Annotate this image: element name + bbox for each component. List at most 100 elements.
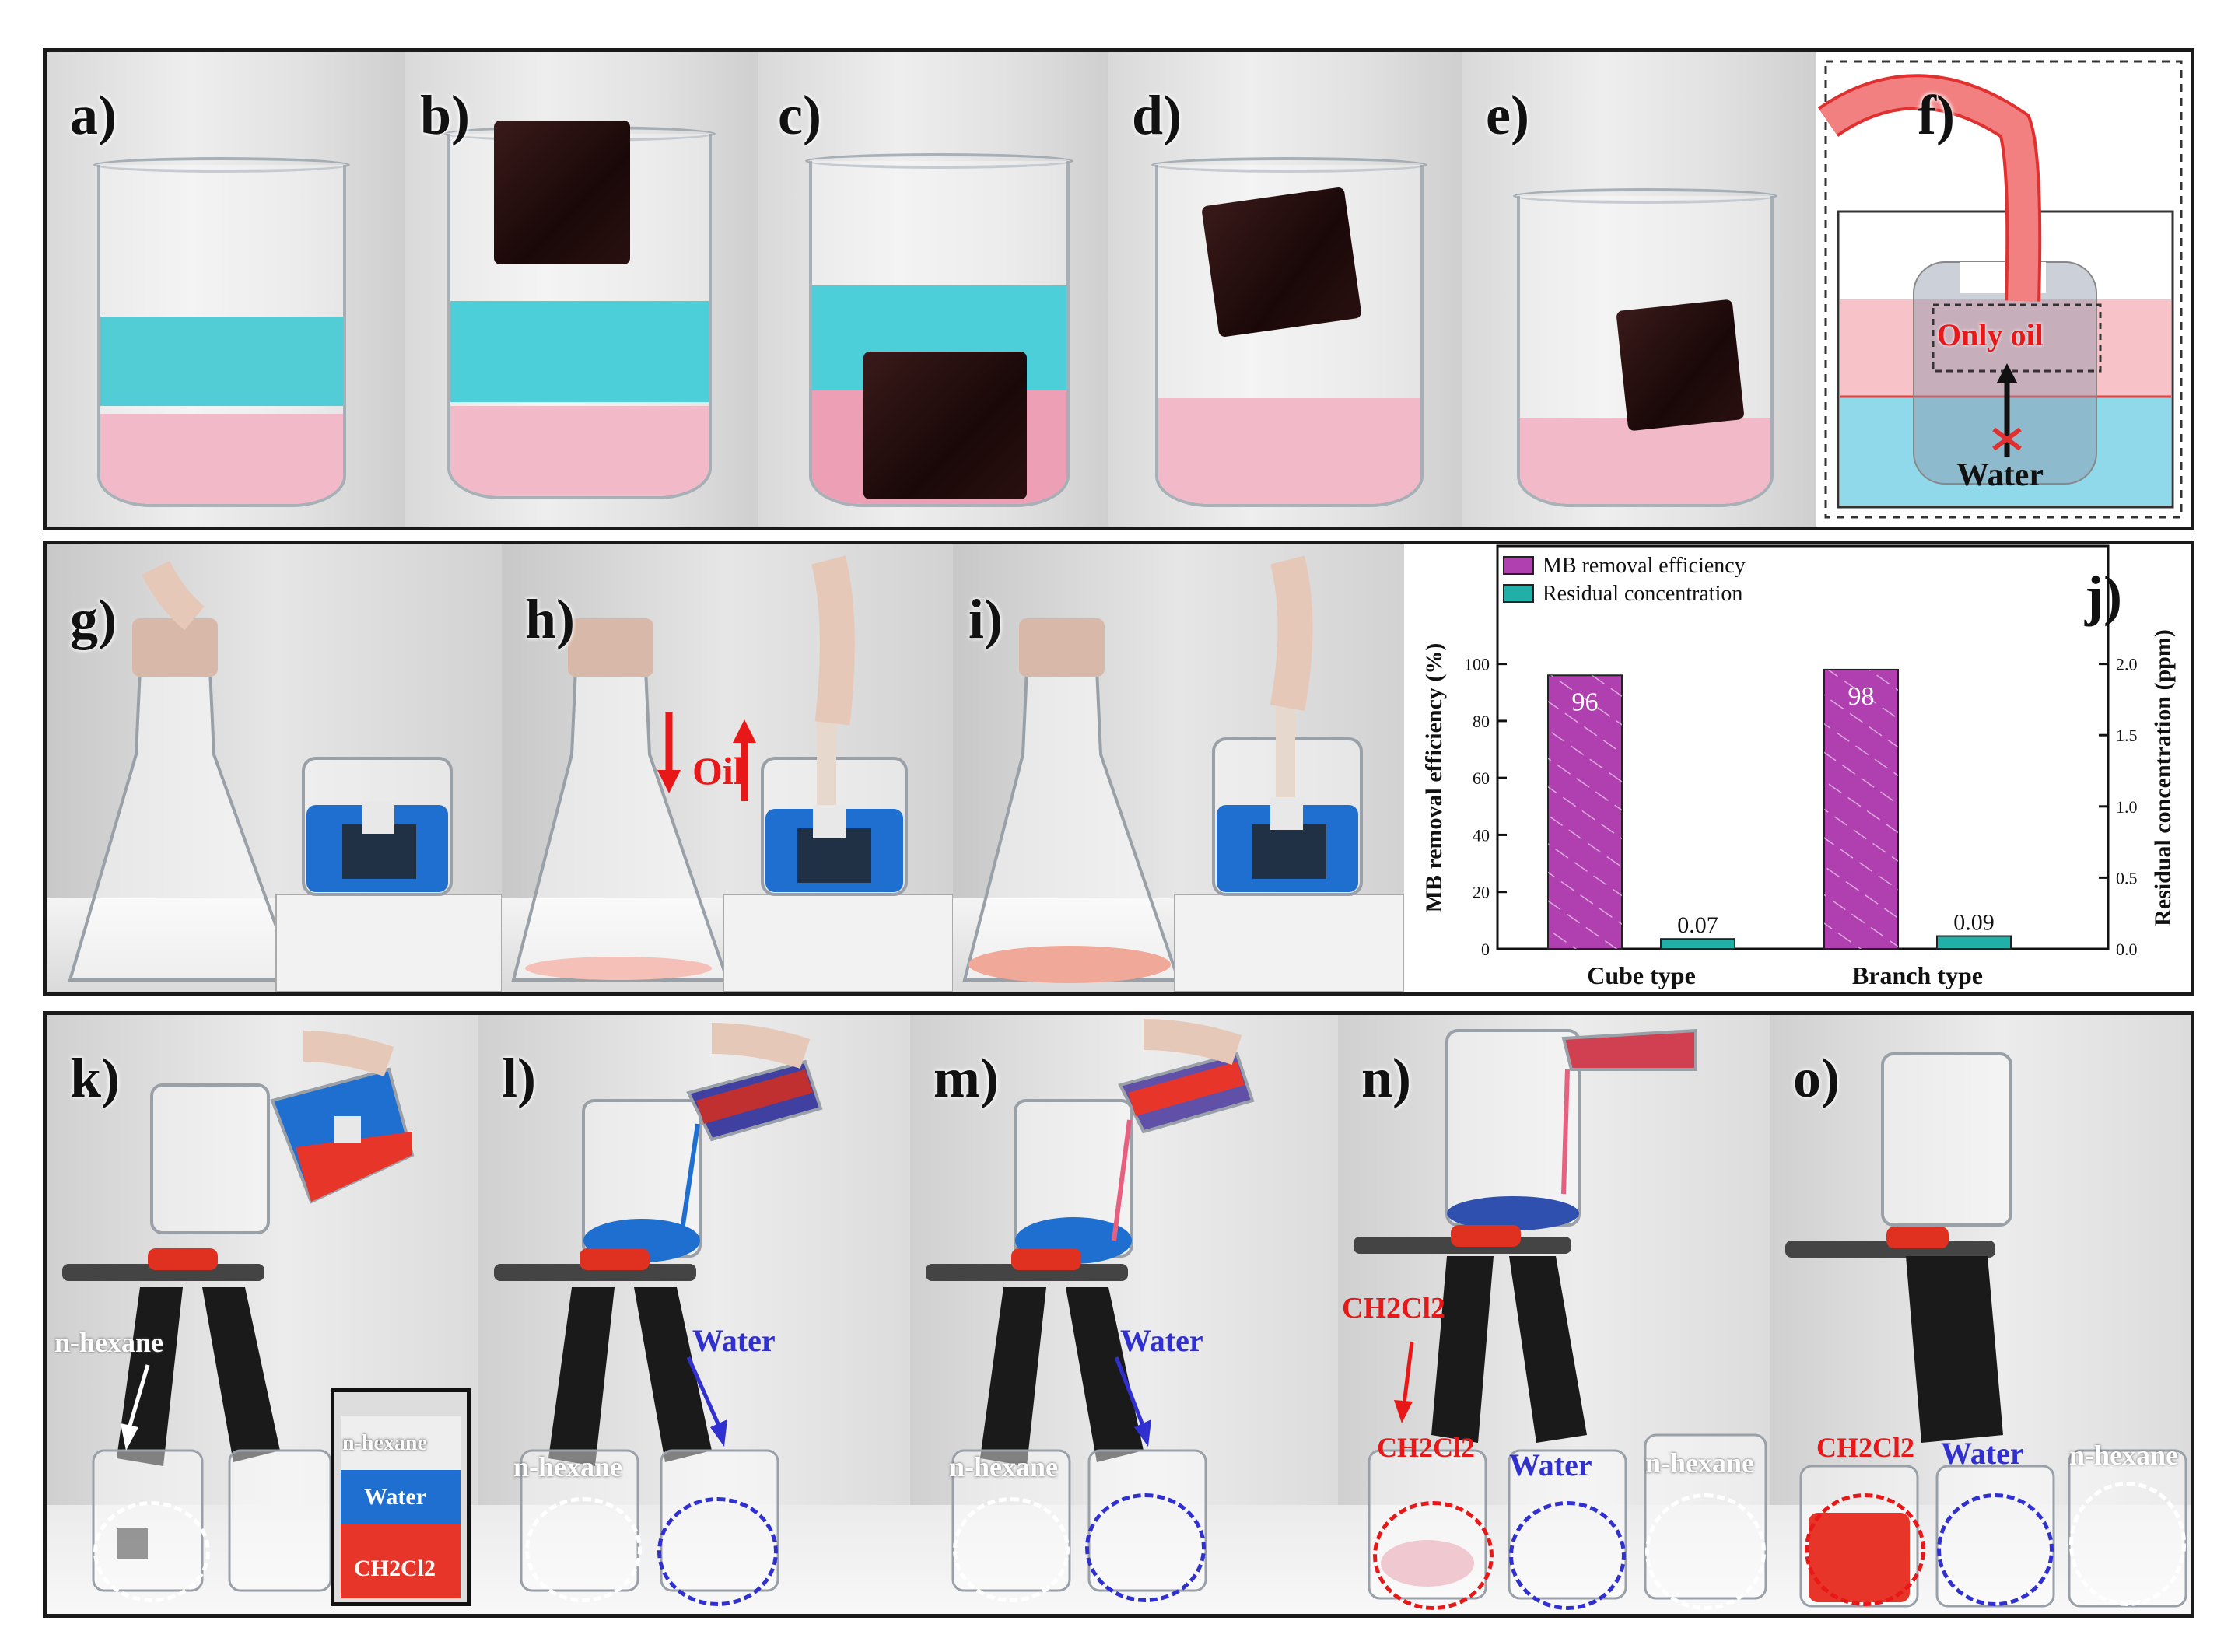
- ch2cl2-label: CH2Cl2: [1816, 1432, 1914, 1463]
- flask-setup: [511, 555, 953, 992]
- n-hexane-label: n-hexane: [54, 1327, 164, 1358]
- legend-label-residual: Residual concentration: [1543, 582, 1742, 606]
- inset-n-hexane-layer: [341, 1416, 461, 1470]
- inset-ch2cl2-layer: [341, 1524, 461, 1598]
- bar-residual-concentration: [1660, 938, 1735, 950]
- cyan-layer: [100, 317, 343, 406]
- water-label: Water: [1120, 1323, 1203, 1358]
- panel-h-label: h): [525, 588, 576, 650]
- panel-c-label: c): [778, 84, 821, 146]
- n-hexane-label: n-hexane: [1645, 1447, 1755, 1479]
- bar-value-label-residual: 0.09: [1953, 910, 1995, 936]
- ch2cl2-label-top: CH2Cl2: [1342, 1292, 1445, 1325]
- bar-value-label-mb: 98: [1848, 682, 1875, 711]
- n-hexane-label: n-hexane: [513, 1451, 623, 1482]
- white-dashed-circle: [525, 1497, 642, 1602]
- blue-dashed-circle: [1509, 1501, 1626, 1610]
- panel-f-schematic: f) Only oil Water: [1816, 52, 2191, 527]
- bar-hatch: [1548, 675, 1622, 949]
- legend-swatch-mb: [1503, 556, 1534, 575]
- sponge: [494, 121, 630, 264]
- inset-n-hexane-label: n-hexane: [342, 1431, 427, 1455]
- y-tick-label: 0: [1481, 940, 1490, 959]
- y2-tick-label: 1.5: [2116, 726, 2138, 745]
- panel-g: g): [47, 544, 502, 992]
- beaker-rim: [805, 153, 1073, 169]
- inset-ch2cl2-label: CH2Cl2: [354, 1556, 436, 1581]
- beaker: [97, 165, 346, 507]
- bar-residual-concentration: [1936, 935, 2012, 950]
- y-tick-label: 100: [1464, 655, 1490, 674]
- chart-bars: 96 0.07 98 0.09: [1547, 668, 2012, 950]
- white-dashed-circle: [93, 1501, 210, 1602]
- row2-frame: g) h) Oil: [43, 541, 2194, 996]
- white-dashed-circle: [2069, 1482, 2186, 1606]
- sponge: [863, 352, 1027, 499]
- cyan-layer: [450, 301, 709, 402]
- panel-o: CH2Cl2 Water n-hexane o): [1770, 1015, 2191, 1614]
- panel-d-label: d): [1132, 84, 1182, 146]
- white-dashed-circle: [953, 1497, 1070, 1602]
- panel-i: i): [953, 544, 1404, 992]
- y2-tick-label: 1.0: [2116, 797, 2138, 817]
- panel-e-label: e): [1486, 84, 1529, 146]
- y2-axis-label: Residual concentration (ppm): [2150, 629, 2176, 926]
- red-dashed-circle: [1805, 1493, 1925, 1606]
- panel-c: c): [758, 52, 1108, 527]
- ch2cl2-label: CH2Cl2: [1377, 1432, 1475, 1463]
- bar-value-label-mb: 96: [1572, 688, 1599, 716]
- panel-m: Water n-hexane m): [910, 1015, 1338, 1614]
- blue-dashed-circle: [1937, 1493, 2054, 1606]
- y-axis-label: MB removal efficiency (%): [1421, 643, 1447, 913]
- panel-l-label: l): [502, 1047, 536, 1109]
- flask-setup: [962, 555, 1404, 992]
- panel-i-label: i): [968, 588, 1003, 650]
- x-category-cube-type: Cube type: [1587, 961, 1696, 989]
- separation-schematic: [1817, 60, 2183, 519]
- y-tick-label: 80: [1473, 712, 1490, 731]
- inset-water-layer: [341, 1470, 461, 1524]
- water-label: Water: [1941, 1436, 2024, 1471]
- panel-k-label: k): [70, 1047, 121, 1109]
- legend-label-mb: MB removal efficiency: [1543, 554, 1746, 578]
- y-tick-label: 60: [1473, 768, 1490, 788]
- inset-three-layer-beaker: n-hexane Water CH2Cl2: [331, 1388, 471, 1606]
- row1-frame: a) b) c) d): [43, 48, 2194, 530]
- plot-frame: [1496, 544, 2110, 950]
- red-dashed-circle: [1373, 1501, 1494, 1610]
- panel-b-label: b): [420, 84, 471, 146]
- sponge: [1201, 186, 1362, 338]
- oil-label: Oil: [692, 749, 744, 793]
- sponge: [1616, 299, 1745, 432]
- beaker-rim: [1151, 157, 1427, 173]
- panel-j-label: j): [2084, 565, 2122, 627]
- panel-a: a): [47, 52, 405, 527]
- x-category-branch-type: Branch type: [1852, 961, 1983, 989]
- y2-tick-label: 2.0: [2116, 655, 2138, 674]
- y2-tick-label: 0.0: [2116, 940, 2138, 959]
- panel-n-label: n): [1361, 1047, 1412, 1109]
- y2-tick-label: 0.5: [2116, 868, 2138, 887]
- panel-k: n-hexane n-hexane Water CH2Cl2 k): [47, 1015, 478, 1614]
- panel-a-label: a): [70, 84, 117, 146]
- blue-dashed-circle: [657, 1497, 778, 1606]
- water-label: Water: [692, 1323, 776, 1358]
- only-oil-label: Only oil: [1937, 317, 2044, 352]
- beaker-rim: [1513, 188, 1777, 204]
- inset-water-label: Water: [364, 1484, 426, 1510]
- panel-m-label: m): [933, 1047, 999, 1109]
- panel-l: Water n-hexane l): [478, 1015, 910, 1614]
- bar-value-label-residual: 0.07: [1677, 912, 1718, 938]
- legend-swatch-residual: [1503, 584, 1534, 603]
- n-hexane-label: n-hexane: [2069, 1440, 2179, 1471]
- pink-layer: [1520, 418, 1770, 504]
- white-dashed-circle: [1645, 1493, 1766, 1610]
- panel-h: h) Oil: [502, 544, 953, 992]
- beaker: [1155, 165, 1424, 507]
- panel-n: CH2Cl2 CH2Cl2 Water n-hexane n): [1338, 1015, 1770, 1614]
- panel-d: d): [1108, 52, 1462, 527]
- row3-frame: n-hexane n-hexane Water CH2Cl2 k): [43, 1011, 2194, 1618]
- y-tick-label: 40: [1473, 825, 1490, 845]
- pink-layer: [450, 406, 709, 496]
